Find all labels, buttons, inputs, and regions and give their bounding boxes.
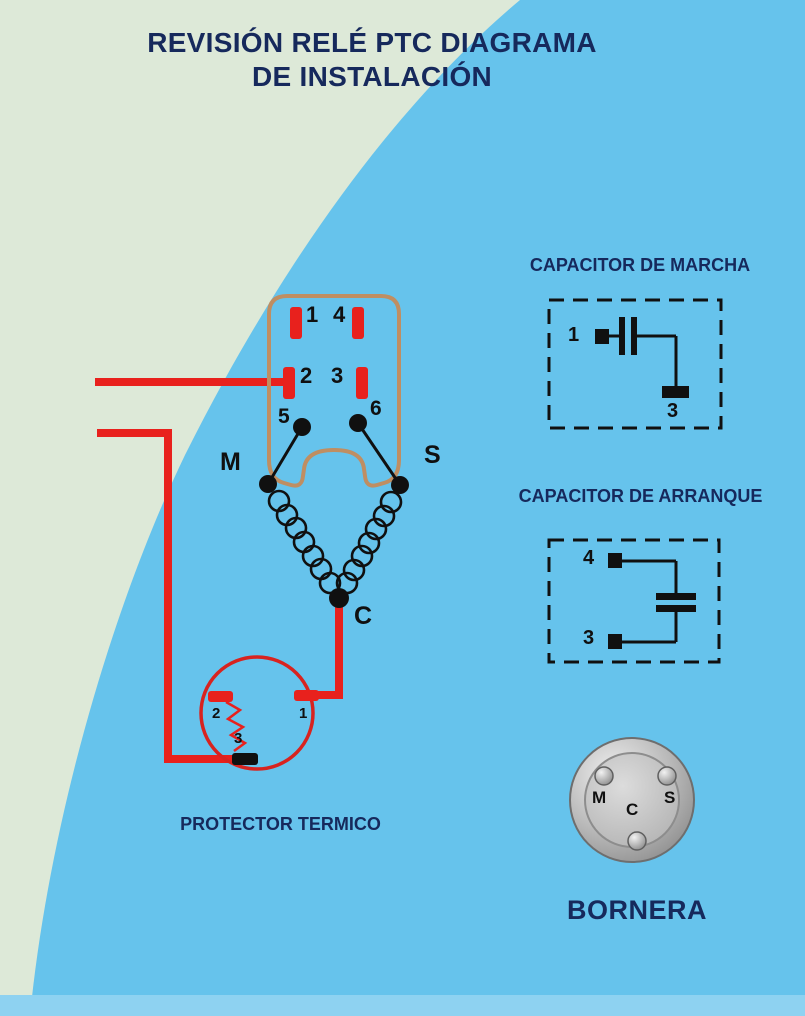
coil-m-to-c	[267, 489, 342, 595]
cap-arranque-pin-3-label: 3	[583, 627, 595, 649]
relay-red-pins	[283, 307, 368, 399]
relay-pin-5-label: 5	[278, 405, 290, 428]
relay-pin-1-label: 1	[306, 302, 319, 327]
cap-marcha-box	[547, 298, 723, 430]
protector-title: PROTECTOR TERMICO	[180, 814, 381, 834]
relay-pin-2-label: 2	[300, 363, 313, 388]
relay-pin-2	[283, 367, 295, 399]
wire-left-to-protector	[97, 429, 245, 763]
terminal-m-label: M	[220, 448, 241, 476]
cap-marcha-pin-3-label: 3	[667, 400, 679, 422]
page-title: REVISIÓN RELÉ PTC DIAGRAMA DE INSTALACIÓ…	[82, 26, 662, 93]
bornera-pin-bottom	[627, 831, 647, 851]
cap-marcha-title: CAPACITOR DE MARCHA	[529, 255, 751, 275]
protector-pin-3-label: 3	[234, 730, 243, 747]
cap-marcha-pin-1-label: 1	[568, 324, 580, 346]
bornera-title: BORNERA	[566, 895, 707, 925]
terminal-links	[266, 422, 402, 486]
bornera-pin-s-label: S	[664, 788, 676, 807]
background-blue-curve	[30, 0, 805, 1016]
cap-arranque-pin-4-label: 4	[583, 547, 595, 569]
protector-pins	[208, 690, 319, 765]
relay-pin-1	[290, 307, 302, 339]
relay-pin-6-label: 6	[370, 397, 382, 420]
title-line-2: DE INSTALACIÓN	[251, 60, 493, 92]
bornera-pin-m-label: M	[592, 788, 607, 807]
protector-pin-2-label: 2	[212, 705, 221, 722]
protector-pin-2	[208, 691, 233, 702]
relay-pin-4	[352, 307, 364, 339]
dot-s	[391, 476, 409, 494]
cap-marcha-symbol	[595, 317, 689, 398]
protector-circle	[199, 655, 315, 771]
terminal-s-label: S	[424, 441, 441, 469]
title-line-1: REVISIÓN RELÉ PTC DIAGRAMA	[147, 27, 597, 58]
red-wires	[95, 378, 343, 763]
bornera-pin-s	[657, 766, 677, 786]
protector-pin-1	[294, 690, 319, 701]
dot-6	[349, 414, 367, 432]
dot-m	[259, 475, 277, 493]
protector-pin-3	[232, 753, 258, 765]
relay-pin-4-label: 4	[333, 302, 346, 327]
footer-band	[0, 995, 805, 1016]
relay-pin-3-label: 3	[331, 363, 344, 388]
protector-pin-1-label: 1	[299, 705, 308, 722]
relay-outline	[267, 294, 401, 488]
terminal-c-label: C	[354, 602, 373, 630]
dot-5	[293, 418, 311, 436]
protector-resistor	[225, 700, 248, 753]
coil-s-to-c	[335, 490, 403, 595]
cap-arranque-symbol	[608, 553, 696, 649]
wire-c-to-protector	[316, 600, 343, 699]
cap-arranque-box	[547, 538, 721, 664]
cap-arranque-title: CAPACITOR DE ARRANQUE	[518, 486, 763, 506]
dot-c	[329, 588, 349, 608]
bornera-pin-m	[594, 766, 614, 786]
bornera-graphic	[569, 737, 695, 863]
relay-pin-3	[356, 367, 368, 399]
bornera-pin-c-label: C	[626, 800, 639, 819]
